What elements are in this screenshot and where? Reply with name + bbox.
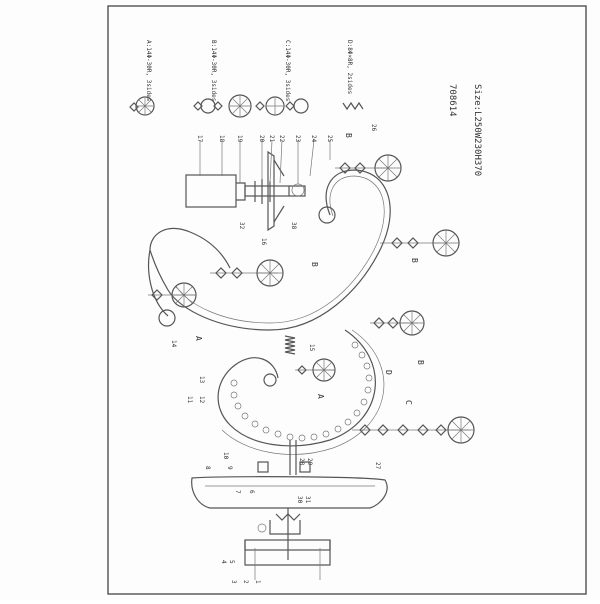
- callout-26: 26: [370, 124, 377, 132]
- size-label: Size:L250W230H370: [472, 84, 482, 176]
- letter-b-lower: B: [416, 360, 425, 365]
- legend-string-b: [193, 94, 252, 118]
- callout-20: 20: [258, 135, 265, 143]
- legend-string-a: [129, 96, 155, 116]
- legend-caption-c: C:14Φ-30R, 3sides: [284, 40, 291, 102]
- callout-25: 25: [326, 135, 333, 143]
- callout-14: 14: [170, 340, 177, 348]
- callout-21: 21: [268, 135, 275, 143]
- callout-17: 17: [196, 135, 203, 143]
- letter-b-right: B: [410, 258, 419, 263]
- callout-9: 9: [226, 466, 233, 470]
- letter-a-mid: A: [316, 394, 325, 399]
- callout-10: 10: [222, 452, 229, 460]
- callout-38: 38: [290, 222, 297, 230]
- callout-19: 19: [236, 135, 243, 143]
- socket-assembly: [185, 150, 306, 232]
- callout-30: 30: [296, 496, 303, 504]
- bead-chain-icon: [230, 341, 373, 442]
- legend-caption-d: D:8Φ×8R, 2sides: [346, 40, 353, 95]
- callout-3: 3: [230, 580, 237, 584]
- letter-c: C: [404, 400, 413, 405]
- nut-icon: [257, 461, 269, 473]
- callout-1: 1: [254, 580, 261, 584]
- top-callouts: 17 18 19 20 21 22 23 24 25 26 32 16 38 B: [196, 124, 377, 246]
- letter-b-top: B: [344, 133, 353, 138]
- callout-8: 8: [204, 466, 211, 470]
- legend-string-d: [342, 101, 364, 111]
- left-callouts: 13 12 11 10 9 8 7 6 5 4 3 2 1 27 30 31 2…: [186, 376, 381, 584]
- callout-6: 6: [248, 490, 255, 494]
- callout-4: 4: [220, 560, 227, 564]
- model-number: 708614: [447, 84, 457, 117]
- legend: A:14Φ-30R, 3sides B:14Φ-30R, 3sides C:14…: [129, 40, 364, 118]
- callout-12: 12: [198, 396, 205, 404]
- callout-15: 15: [308, 344, 315, 352]
- letter-a-left: A: [194, 336, 203, 341]
- legend-caption-a: A:14Φ-30R, 3sides: [145, 40, 152, 102]
- screw-icon: [284, 335, 296, 355]
- callout-7: 7: [234, 490, 241, 494]
- callout-11: 11: [186, 396, 193, 404]
- letter-d: D: [384, 370, 393, 375]
- callout-24: 24: [310, 135, 317, 143]
- screw-icon: [257, 523, 267, 533]
- callout-16: 16: [260, 238, 267, 246]
- legend-caption-b: B:14Φ-30R, 3sides: [210, 40, 217, 102]
- lower-arm: [217, 329, 385, 455]
- callout-18: 18: [218, 135, 225, 143]
- callout-5: 5: [228, 560, 235, 564]
- legend-string-c: [255, 96, 309, 116]
- callout-23: 23: [294, 135, 301, 143]
- callout-31: 31: [304, 496, 311, 504]
- canopy-assembly: [191, 440, 388, 580]
- main-arm: [147, 169, 391, 331]
- canopy-plate: [191, 476, 388, 509]
- callout-27: 27: [374, 462, 381, 470]
- callout-22: 22: [278, 135, 285, 143]
- callout-2: 2: [242, 580, 249, 584]
- callout-13: 13: [198, 376, 205, 384]
- crystal-strings: B B A 14 B C A 15 D: [148, 154, 475, 444]
- letter-b-left: B: [310, 262, 319, 267]
- sheet-border: [107, 5, 587, 595]
- callout-32: 32: [238, 222, 245, 230]
